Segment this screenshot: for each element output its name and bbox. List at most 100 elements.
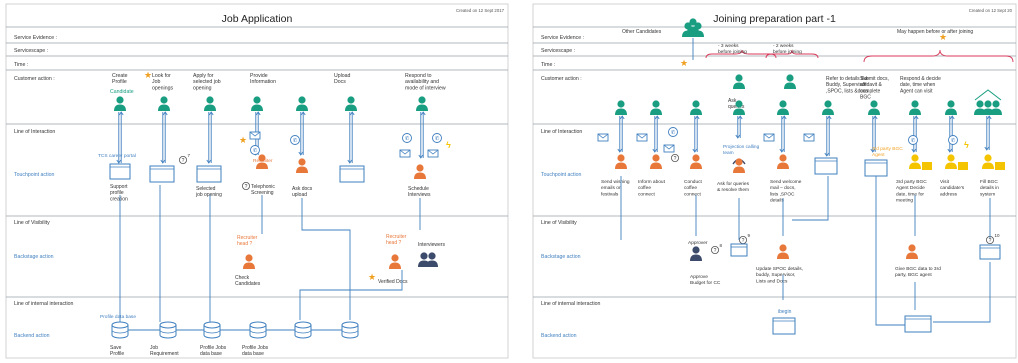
customer-group-icon (990, 100, 1002, 115)
backend-profile-jobs-db: data base (200, 351, 222, 357)
screen-frame (904, 315, 932, 333)
customer-person-icon (204, 96, 216, 111)
screen-frame (772, 317, 796, 335)
customer-step-apply: selected job (193, 79, 221, 85)
phone-glyph: ✆ (405, 135, 410, 142)
mail-icon (663, 144, 675, 153)
person-body (777, 108, 789, 115)
person-body (868, 108, 880, 115)
person-head (779, 100, 787, 108)
touchpoint-ask-docs: Ask docs (292, 186, 313, 192)
portal-screen-icon (109, 163, 131, 180)
left-panel-frame (5, 3, 509, 359)
bgc-screen-icon (864, 159, 888, 177)
arrow-head (162, 111, 168, 116)
customer-person-icon (114, 96, 126, 111)
phone-icon: ✆ (948, 135, 958, 145)
person-head (298, 158, 306, 166)
touchpoint-bgc-decide: meeting (896, 198, 913, 204)
person-head (735, 100, 743, 108)
touchpoint-send-welcome: Send welcome (770, 179, 802, 185)
row-label-customer-action: Customer action : (541, 76, 582, 82)
backstage-verified-docs: Verified Docs (378, 279, 408, 285)
person-body (945, 162, 957, 169)
arrow-head (654, 115, 660, 120)
person-head (908, 244, 916, 252)
person-head (347, 96, 355, 104)
person-body (690, 254, 702, 261)
left-title: Job Application (222, 13, 293, 25)
touchpoint-ask-docs: upload (292, 192, 307, 198)
selected-job-screen-icon (196, 165, 222, 183)
backend-job-requirement: Job (150, 345, 158, 351)
screen-frame (196, 165, 222, 183)
row-label-backend-action: Backend action (541, 333, 577, 339)
db-top (159, 321, 177, 329)
welcome-screen-icon (814, 157, 838, 175)
phone-glyph: ✆ (951, 137, 956, 144)
phone-ring (250, 145, 260, 155)
question-glyph: ? (182, 158, 185, 164)
bgc-card-icon (922, 162, 932, 170)
person-body (416, 104, 428, 111)
question-number: 8 (720, 243, 723, 248)
approver-person-icon (690, 246, 702, 261)
touchpoint-visit-address: candidate's (940, 185, 965, 191)
db-top (294, 321, 312, 329)
maybe-label: May happen before or after joining (897, 29, 973, 35)
question-number: 10 (995, 233, 1001, 238)
phone-icon: ✆ (402, 133, 412, 143)
touchpoint-bgc-decide: 3rd party BGC (896, 179, 927, 185)
flow-path (933, 262, 991, 323)
mail-flap (803, 133, 815, 139)
staff-person-icon (777, 244, 789, 259)
bgc-card-icon (958, 162, 968, 170)
row-label-servicescape: Servicescape : (14, 48, 48, 54)
question-ring (711, 245, 720, 254)
recruiter-head-label: head ? (386, 240, 402, 246)
upload-screen-icon (339, 165, 365, 183)
person-head (786, 74, 794, 82)
customer-step-create-profile: Create (112, 73, 128, 79)
staff-person-icon (650, 154, 662, 169)
arrow-head (781, 115, 787, 120)
db-ring (159, 329, 177, 334)
customer-step-respond-date: Agent can visit (900, 88, 933, 94)
backstage-screen-icon (730, 243, 748, 257)
time-label-2-weeks: before joining (773, 49, 802, 55)
lightning-icon: ϟ (446, 140, 451, 150)
row-label-line-of-internal: Line of internal interaction (541, 301, 601, 307)
customer-step-candidate: Candidate (110, 89, 134, 95)
approver-label: Approver (688, 240, 708, 246)
person-body (243, 262, 255, 269)
person-body (906, 252, 918, 259)
customer-step-refer-details: Buddy, Supervisor (826, 82, 867, 88)
person-head (947, 154, 955, 162)
right-created-date: Created on 12 Sept 20 (969, 8, 1013, 13)
person-body (945, 108, 957, 115)
screen-frame (979, 244, 1001, 260)
db-top (111, 321, 129, 329)
person-body (426, 260, 438, 267)
mail-icon (763, 133, 775, 142)
touchpoint-support-profile: creation (110, 196, 128, 202)
jobs-screen-icon (149, 165, 175, 183)
db-ring (341, 329, 359, 334)
person-body (256, 162, 268, 169)
phone-icon: ✆ (290, 135, 300, 145)
touchpoint-selected-job: job opening (195, 192, 222, 198)
person-head (984, 100, 992, 108)
row-label-line-of-internal: Line of internal interaction (14, 301, 74, 307)
person-head (735, 74, 743, 82)
person-head (824, 100, 832, 108)
arrow-head (913, 115, 919, 120)
row-label-line-of-interaction: Line of Interaction (541, 129, 582, 135)
person-body (777, 252, 789, 259)
person-body (822, 108, 834, 115)
phone-ring (432, 133, 442, 143)
profile-db-label: Profile data base (100, 314, 136, 320)
time-label-3-weeks: - 3 weeks (718, 43, 739, 49)
customer-person-icon (909, 100, 921, 115)
row-label-service-evidence: Service Evidence : (14, 35, 57, 41)
touchpoint-conduct-coffee: connect (684, 191, 701, 197)
